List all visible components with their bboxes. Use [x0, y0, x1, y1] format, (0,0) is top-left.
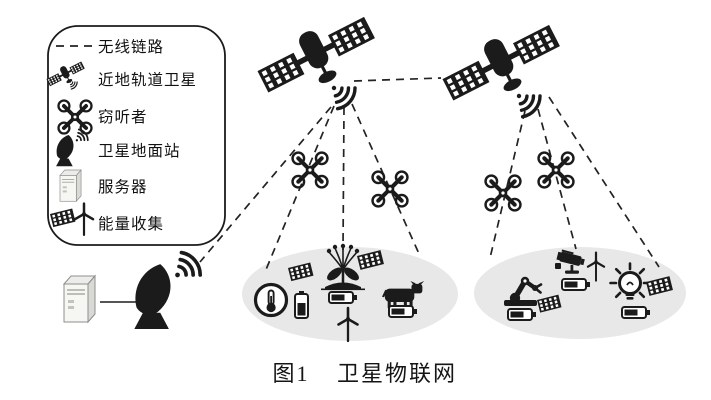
link-sat1-plant [342, 106, 345, 251]
server-icon [59, 169, 82, 202]
link-sat1-cow [351, 103, 421, 257]
legend: 无线链路 近地轨道卫星 窃听者 卫星地面站 服务器 能量收集 [45, 25, 226, 246]
eavesdropper-drone-2 [373, 172, 408, 207]
battery-icon [561, 278, 591, 291]
leo-satellite-2 [437, 13, 568, 122]
wireless-links [199, 77, 660, 273]
battery-icon [328, 291, 358, 304]
figure-caption: 图1 卫星物联网 [272, 361, 457, 386]
thermometer-sensor-icon [253, 282, 289, 318]
legend-label-ground-station: 卫星地面站 [98, 142, 181, 160]
eavesdropper-drone-4 [539, 153, 574, 188]
link-sat2-camera [537, 108, 577, 250]
eavesdropper-drone-3 [486, 176, 521, 211]
leo-satellite-1 [252, 5, 383, 114]
link-sat2-bulb [548, 96, 660, 268]
link-sat1-ground-station [199, 106, 332, 263]
link-sat1-thermometer [264, 105, 335, 273]
legend-label-eavesdropper: 窃听者 [98, 108, 148, 126]
battery-icon [294, 290, 309, 319]
battery-icon [388, 305, 418, 318]
battery-icon [621, 306, 651, 319]
server [63, 275, 96, 323]
legend-label-server: 服务器 [98, 178, 148, 196]
legend-label-energy-harvesting: 能量收集 [98, 215, 164, 233]
battery-icon [507, 308, 537, 321]
caption-number: 图1 [272, 361, 309, 386]
legend-label-wireless-link: 无线链路 [98, 38, 164, 56]
link-sat1-sat2 [353, 77, 442, 82]
legend-box [47, 25, 226, 246]
legend-label-leo-satellite: 近地轨道卫星 [98, 71, 197, 89]
caption-title: 卫星物联网 [337, 361, 457, 386]
satellite-ground-station [134, 249, 204, 329]
eavesdropper-drone-1 [293, 153, 328, 188]
link-sat2-robot [489, 110, 526, 259]
